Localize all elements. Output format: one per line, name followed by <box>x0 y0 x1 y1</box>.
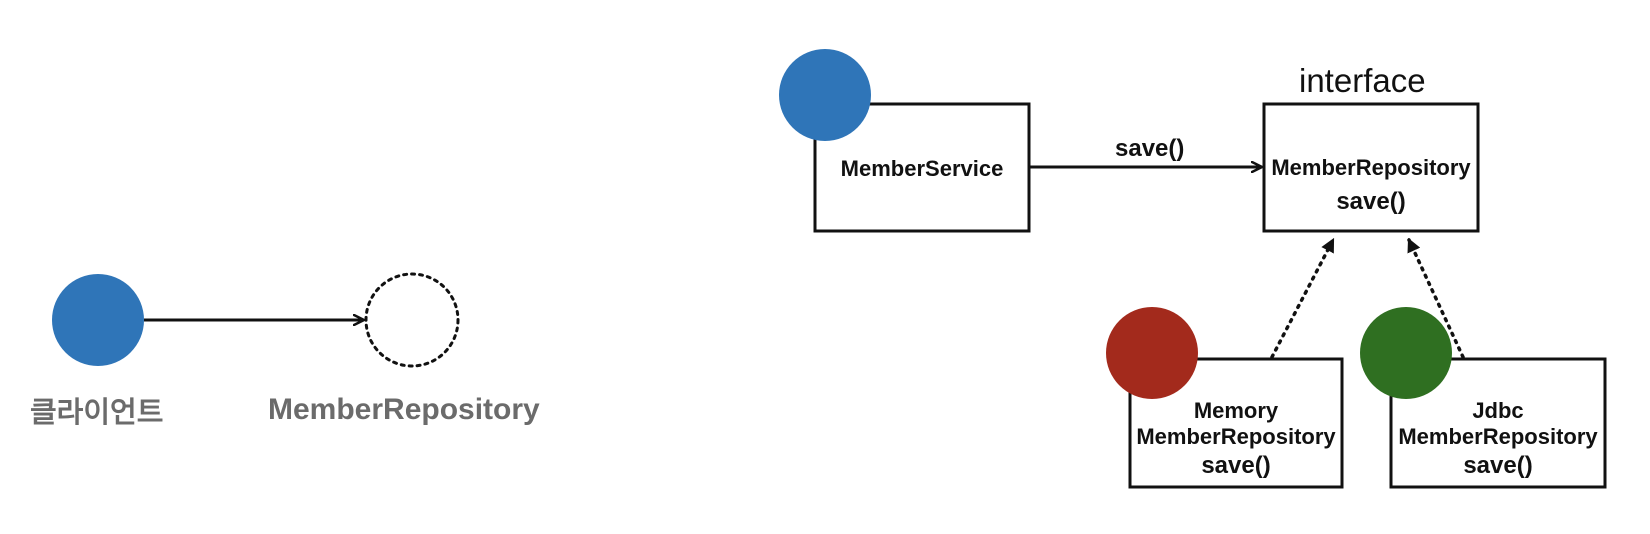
save-call-label: save() <box>1115 135 1185 162</box>
client-node <box>52 274 144 366</box>
member-repository-interface-text: MemberRepository save() <box>1264 155 1478 216</box>
member-service-node <box>779 49 871 141</box>
memory-repository-text: Memory MemberRepository save() <box>1130 398 1342 479</box>
interface-name: MemberRepository <box>1271 155 1471 180</box>
memory-repository-node <box>1106 307 1198 399</box>
jdbc-repository-text: Jdbc MemberRepository save() <box>1391 398 1605 479</box>
interface-method: save() <box>1336 188 1406 216</box>
interface-label: interface <box>1299 62 1426 99</box>
member-repository-interface-box <box>1262 102 1480 233</box>
repository-placeholder-node <box>364 272 460 368</box>
memory-implements-arrow <box>1270 237 1335 359</box>
memory-line2: MemberRepository <box>1136 424 1336 450</box>
jdbc-repository-node <box>1360 307 1452 399</box>
client-label: 클라이언트 <box>30 397 164 429</box>
memory-line1: Memory <box>1193 398 1279 423</box>
jdbc-line2: MemberRepository <box>1398 424 1598 450</box>
memory-method: save() <box>1201 451 1271 479</box>
jdbc-line1: Jdbc <box>1472 398 1524 423</box>
repository-label: MemberRepository <box>268 393 540 426</box>
jdbc-implements-arrow <box>1407 237 1465 359</box>
member-service-label: MemberService <box>840 156 1004 181</box>
jdbc-method: save() <box>1463 451 1533 479</box>
